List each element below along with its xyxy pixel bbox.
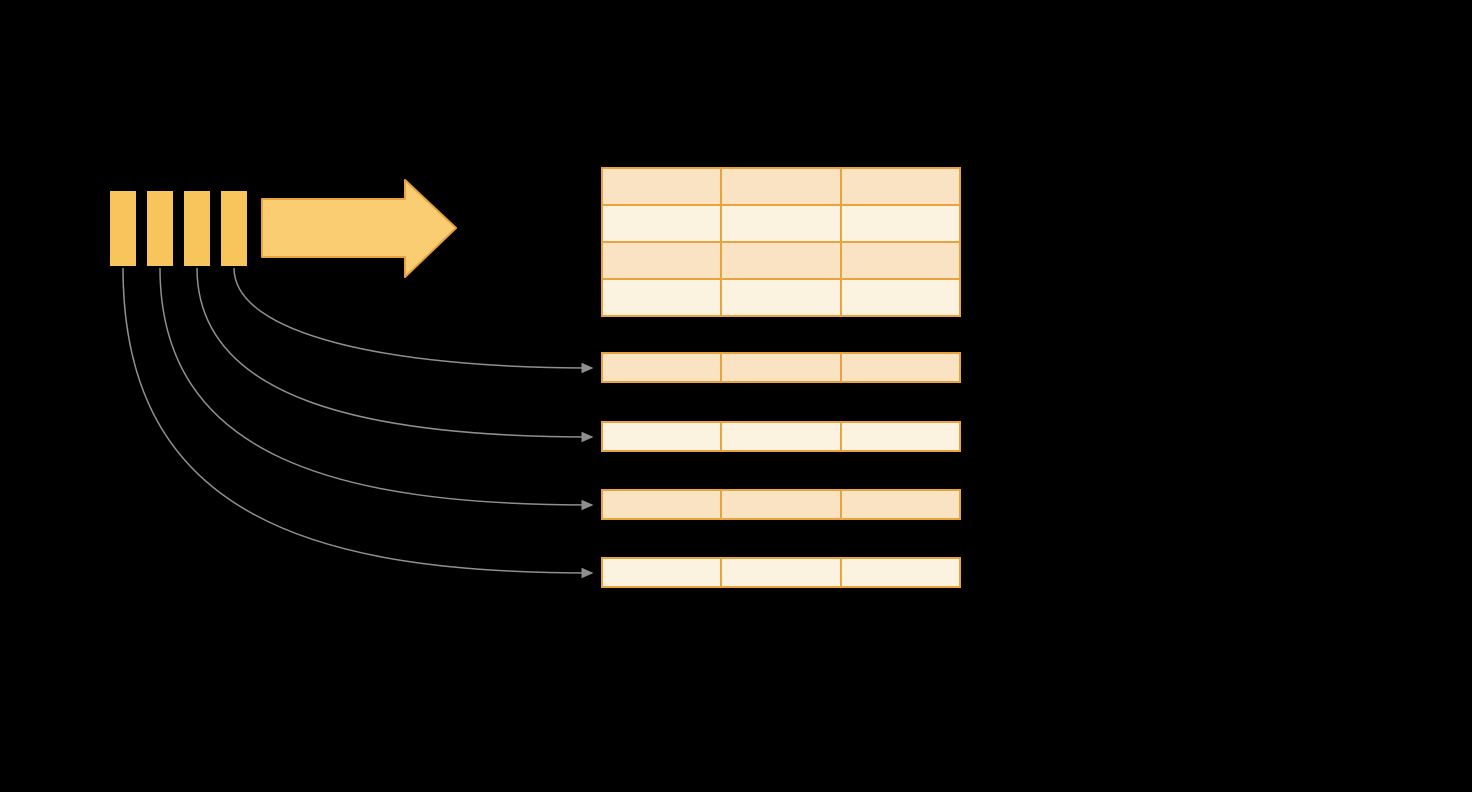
connector-bar3-to-row2 [196,267,594,443]
row-cell [841,559,959,586]
row-cell [841,354,959,381]
matrix-cell [722,280,840,315]
matrix-cell [722,243,840,278]
matrix-cell [841,169,959,204]
matrix-cell [722,169,840,204]
connector-bar1-to-row4 [122,267,594,579]
stack-bar-3 [184,191,210,266]
matrix-cell [603,206,721,241]
matrix-cell [603,243,721,278]
matrix-cell [722,206,840,241]
row-table-3 [601,489,961,520]
row-table-1 [601,352,961,383]
row-cell [841,491,959,518]
row-cell [722,559,840,586]
stack-bar-2 [147,191,173,266]
matrix-cell [841,206,959,241]
connector-bar4-to-row1 [233,267,594,374]
row-cell [603,354,721,381]
row-cell [722,423,840,450]
row-cell [841,423,959,450]
matrix-cell [603,280,721,315]
matrix-cell [841,280,959,315]
row-cell [603,423,721,450]
row-cell [722,354,840,381]
row-table-4 [601,557,961,588]
matrix-cell [841,243,959,278]
row-cell [722,491,840,518]
stack-bar-4 [221,191,247,266]
matrix-table [601,167,961,317]
row-cell [603,559,721,586]
matrix-cell [603,169,721,204]
stack-bar-1 [110,191,136,266]
connector-bar2-to-row3 [159,267,594,511]
row-cell [603,491,721,518]
flow-arrow-icon [261,179,457,278]
row-table-2 [601,421,961,452]
